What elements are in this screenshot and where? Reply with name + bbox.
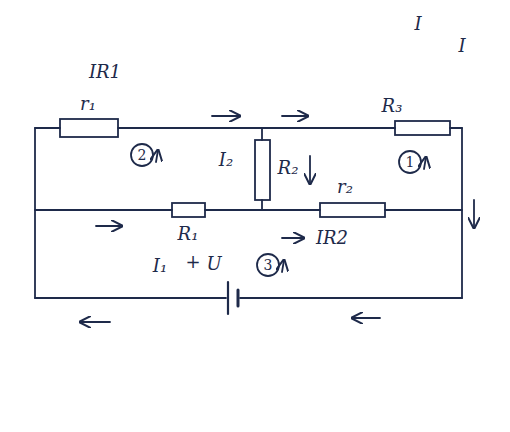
circuit-label: IR1	[89, 63, 121, 81]
wire	[34, 128, 36, 298]
current-arrow	[212, 115, 240, 117]
loop-number: 3	[264, 258, 273, 272]
loop-arrow	[282, 260, 284, 272]
resistor-symbol	[60, 119, 118, 137]
loop-number: 2	[138, 148, 147, 162]
circuit-label: I	[458, 37, 465, 55]
current-arrow	[473, 200, 475, 228]
loop-circle	[399, 151, 421, 173]
loop-number: 1	[406, 155, 415, 169]
circuit-label: I₁	[153, 257, 167, 275]
circuit-label: U	[206, 255, 221, 273]
loop-arrow	[424, 157, 426, 169]
wire	[35, 209, 462, 211]
current-arrow	[352, 317, 380, 319]
circuit-label: r₁	[80, 95, 96, 113]
resistor-symbol	[395, 121, 450, 135]
circuit-label: +	[185, 253, 200, 271]
current-arrow	[282, 115, 308, 117]
circuit-label: R₃	[382, 97, 403, 115]
wire	[35, 127, 462, 129]
circuit-label: R₂	[278, 159, 299, 177]
battery-plate	[237, 290, 240, 306]
current-arrow	[282, 237, 304, 239]
resistor-symbol	[320, 203, 385, 217]
loop-arrow	[156, 150, 158, 162]
resistor-symbol	[255, 140, 270, 200]
loop-circle	[131, 144, 153, 166]
battery-plate	[227, 282, 229, 314]
current-arrow	[96, 225, 122, 227]
circuit-label: IR2	[316, 229, 348, 247]
circuit-label: R₁	[178, 225, 199, 243]
wire	[461, 128, 463, 298]
circuit-label: I₂	[219, 151, 233, 169]
wire	[35, 297, 462, 299]
current-arrow	[309, 156, 311, 184]
loop-circle	[257, 254, 279, 276]
resistor-symbol	[172, 203, 205, 217]
circuit-label: r₂	[337, 178, 353, 196]
circuit-label: I	[414, 15, 421, 33]
current-arrow	[80, 321, 110, 323]
